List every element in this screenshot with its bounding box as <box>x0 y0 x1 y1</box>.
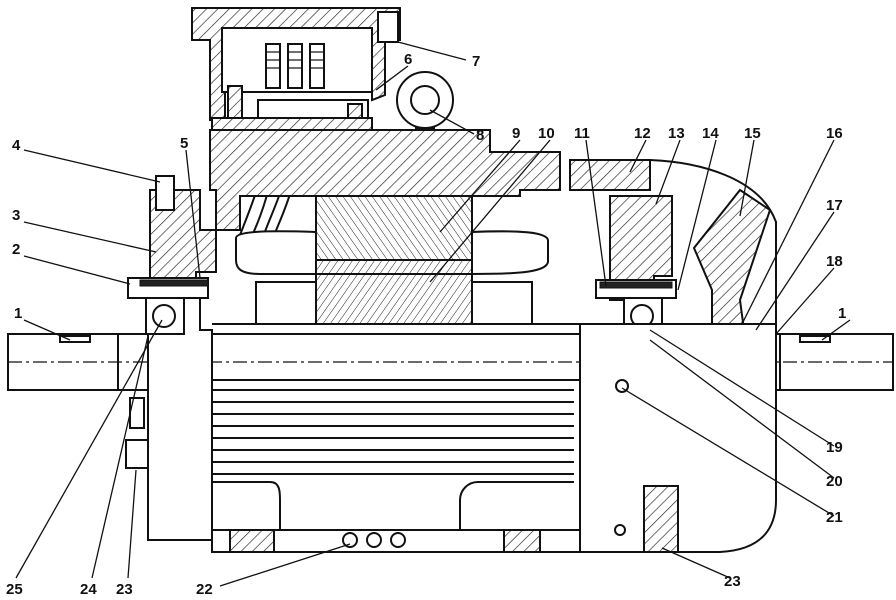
frame-body <box>125 323 777 553</box>
callout-18: 18 <box>826 253 843 270</box>
callout-3: 3 <box>12 207 20 224</box>
callout-1-left: 1 <box>14 305 22 322</box>
callout-22: 22 <box>196 581 213 598</box>
leader-lines <box>15 41 851 587</box>
callout-11: 11 <box>574 125 590 142</box>
callout-10: 10 <box>538 125 555 142</box>
callout-25: 25 <box>6 581 23 598</box>
stator-winding <box>235 230 549 325</box>
callout-12: 12 <box>634 125 651 142</box>
callout-14: 14 <box>702 125 719 142</box>
left-bearing <box>145 297 185 335</box>
callout-15: 15 <box>744 125 761 142</box>
callout-23-left: 23 <box>116 581 133 598</box>
callout-8: 8 <box>476 127 484 144</box>
callout-13: 13 <box>668 125 685 142</box>
callout-5: 5 <box>180 135 188 152</box>
right-end-shield <box>595 195 677 335</box>
callout-20: 20 <box>826 473 843 490</box>
callout-4: 4 <box>12 137 21 154</box>
stator-core <box>315 195 473 325</box>
callout-23-right: 23 <box>724 573 741 590</box>
callout-2: 2 <box>12 241 20 258</box>
callout-24: 24 <box>80 581 97 598</box>
left-end-shield <box>127 175 217 541</box>
callout-17: 17 <box>826 197 843 214</box>
callout-6: 6 <box>404 51 412 68</box>
callout-16: 16 <box>826 125 843 142</box>
callout-9: 9 <box>512 125 520 142</box>
callout-19: 19 <box>826 439 843 456</box>
callout-21: 21 <box>826 509 843 526</box>
callouts: 1 1 2 3 4 5 6 7 8 9 10 11 12 13 14 15 16… <box>6 51 846 598</box>
callout-7: 7 <box>472 53 480 70</box>
cooling-fins <box>212 389 574 475</box>
terminal-bolt <box>265 43 325 89</box>
callout-1-right: 1 <box>838 305 846 322</box>
